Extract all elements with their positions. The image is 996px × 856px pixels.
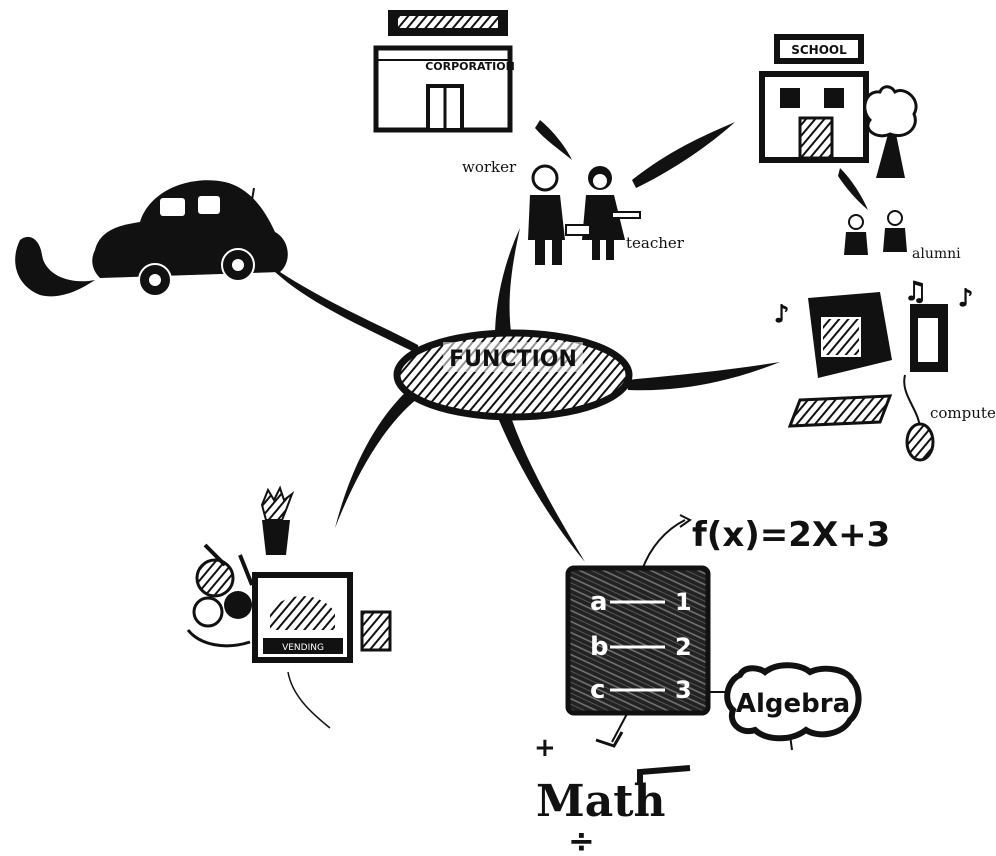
car-icon [15,180,288,296]
branch-vending [335,388,418,528]
math-divide: ÷ [568,822,595,856]
tree-icon [865,87,916,178]
mapping-input-c: c [590,675,605,705]
center-label: FUNCTION [449,347,577,372]
school-sign: SCHOOL [791,43,847,57]
worker-figure [528,166,565,265]
computer-label: computer [930,404,996,422]
alumni-label: alumni [912,246,961,262]
branch-vending-tail [288,672,330,728]
formula-text: f(x)=2X+3 [692,515,890,555]
mapping-input-b: b [590,632,609,662]
corporation-building-icon: CORPORATION [376,10,515,130]
mapping-output-2: 2 [675,633,692,661]
alumni-figures: alumni [844,211,961,262]
computer-icon: computer [790,292,996,460]
mapping-output-1: 1 [675,588,692,616]
branch-school-alumni [838,168,868,210]
branch-school [632,122,735,188]
math-plus: + [534,733,556,763]
mapping-input-a: a [590,587,608,617]
worker-label: worker [462,158,517,176]
branch-computer [626,362,780,390]
school-building-icon: SCHOOL [762,34,866,160]
math-node: + Math ÷ [534,712,690,856]
algebra-cloud-icon: Algebra [708,665,859,750]
branch-corporation-left [535,120,572,160]
center-node: FUNCTION [397,333,629,417]
svg-text:♫: ♫ [904,277,927,307]
math-label: Math [536,776,666,827]
branch-people [495,228,520,340]
branch-car [265,262,420,355]
branch-math [498,418,585,562]
svg-text:♪: ♪ [958,284,973,312]
teacher-label: teacher [626,234,685,252]
svg-text:♪: ♪ [774,300,789,328]
algebra-label: Algebra [736,689,850,719]
mapping-box: a b c 1 2 3 [568,568,708,713]
formula-node: f(x)=2X+3 [642,515,890,570]
vending-label: VENDING [282,643,324,653]
mapping-output-3: 3 [675,676,692,704]
vending-machine-icon: VENDING [188,488,390,660]
corporation-sign: CORPORATION [425,60,515,73]
